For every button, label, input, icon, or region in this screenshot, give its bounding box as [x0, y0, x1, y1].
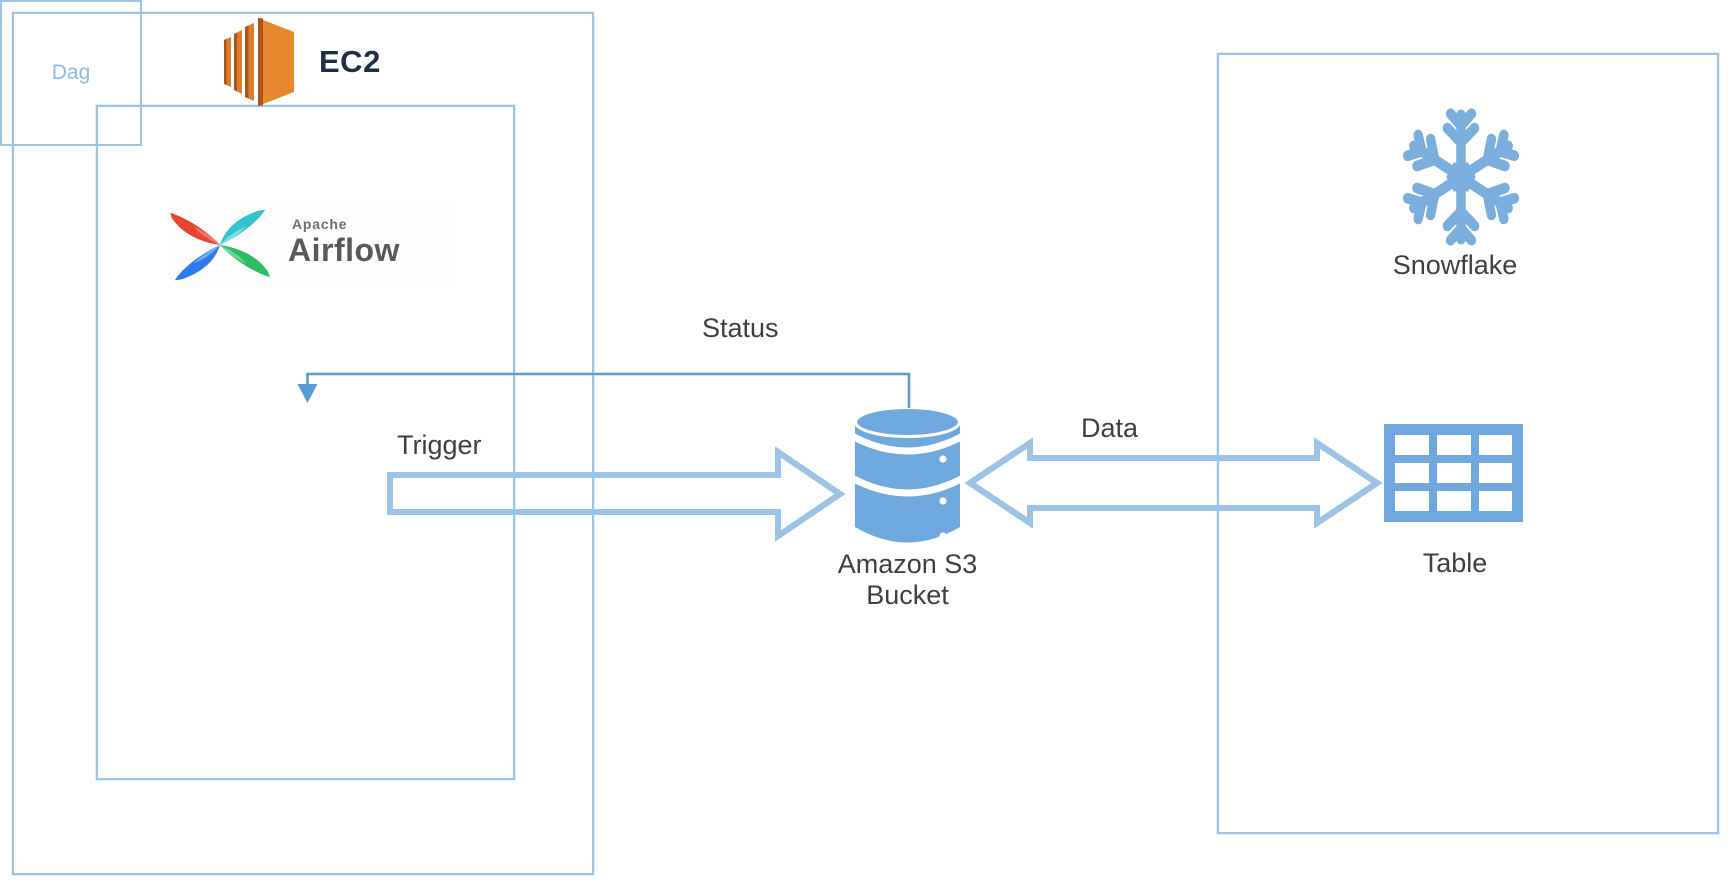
ec2-icon [224, 18, 294, 106]
ec2-header: EC2 [217, 16, 477, 108]
snowflake-icon [1396, 108, 1526, 251]
data-edge-label: Data [1081, 413, 1139, 443]
airflow-logo: Apache Airflow [165, 204, 457, 288]
airflow-label: Airflow [288, 232, 400, 268]
ec2-container-box [12, 12, 594, 875]
table-label: Table [1422, 548, 1488, 578]
dag-node: Dag [0, 0, 142, 146]
table-icon [1384, 424, 1523, 522]
airflow-wordmark: Apache Airflow [288, 216, 400, 269]
trigger-edge-label: Trigger [397, 430, 482, 460]
ec2-label: EC2 [319, 44, 381, 79]
status-edge-label: Status [702, 313, 779, 343]
dag-label: Dag [51, 61, 91, 84]
snowflake-label: Snowflake [1392, 250, 1518, 280]
s3-bucket-icon [855, 406, 960, 543]
airflow-pinwheel-icon [170, 209, 270, 281]
apache-label: Apache [292, 216, 348, 232]
airflow-container-box [96, 105, 515, 780]
